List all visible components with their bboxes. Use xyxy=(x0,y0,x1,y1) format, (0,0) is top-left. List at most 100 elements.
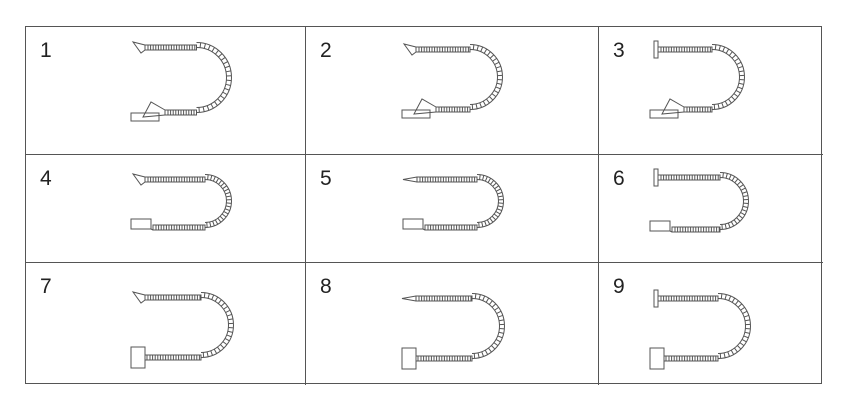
chain-link xyxy=(212,47,215,51)
chain-link xyxy=(485,221,487,226)
variant-cell-2: 2 xyxy=(306,27,599,155)
chain-bend-inner xyxy=(712,50,740,105)
chain-link xyxy=(207,106,209,111)
chain-link xyxy=(737,346,741,350)
chain-bend-outer xyxy=(205,175,232,228)
chain-bend-inner xyxy=(472,299,500,354)
chain-link xyxy=(487,220,489,224)
end-angled-bracket xyxy=(404,44,416,55)
chain-link xyxy=(200,43,201,48)
chain-link xyxy=(226,206,231,207)
chain-link xyxy=(215,220,217,224)
chain-link xyxy=(498,206,503,207)
chain-link xyxy=(223,92,227,94)
chain-link xyxy=(742,209,747,211)
chain-link xyxy=(496,87,501,89)
variant-cell-6: 6 xyxy=(599,155,823,263)
chain-link xyxy=(737,182,741,185)
chain-bend-outer xyxy=(718,294,750,359)
chain-link xyxy=(220,216,224,220)
end-flange xyxy=(654,290,658,307)
chain-link xyxy=(736,90,740,92)
chain-link xyxy=(734,94,738,97)
chain-link xyxy=(492,216,496,220)
chain-link xyxy=(485,350,487,354)
chain-link xyxy=(207,352,208,357)
chain-link xyxy=(479,295,480,300)
chain-link xyxy=(227,335,232,337)
chain-link xyxy=(723,47,725,52)
end-angled-bracket xyxy=(143,102,165,117)
chain-link xyxy=(497,209,502,211)
chain-link xyxy=(221,303,225,306)
chain-link xyxy=(728,223,730,228)
chain-link xyxy=(480,175,481,180)
end-angled-bracket xyxy=(133,174,145,185)
chain-link xyxy=(722,103,724,108)
chain-link xyxy=(723,173,724,178)
chain-link xyxy=(741,212,745,214)
end-angled-bracket xyxy=(414,99,436,114)
chain-link xyxy=(214,349,216,353)
chain-link xyxy=(728,99,731,103)
chain-link xyxy=(739,71,744,72)
cable-chain-figure xyxy=(401,171,511,239)
chain-link xyxy=(215,50,218,54)
end-plate xyxy=(402,110,430,118)
variant-number: 6 xyxy=(613,167,625,190)
chain-bend-outer xyxy=(720,173,749,230)
chain-bend-inner xyxy=(720,178,743,225)
chain-link xyxy=(486,298,489,302)
chain-link xyxy=(204,293,205,298)
chain-link xyxy=(728,352,730,357)
chain-link xyxy=(483,296,485,301)
chain-link xyxy=(725,295,726,300)
variant-number: 1 xyxy=(40,39,52,62)
end-plate xyxy=(131,113,159,121)
chain-link xyxy=(732,55,736,58)
chain-bend-outer xyxy=(201,293,233,358)
chain-link xyxy=(208,294,209,299)
end-plate xyxy=(131,219,151,229)
chain-link xyxy=(210,222,211,227)
end-flange xyxy=(654,41,658,58)
cable-chain-figure xyxy=(400,41,510,121)
chain-link xyxy=(744,336,749,338)
chain-bend-outer xyxy=(712,45,744,110)
chain-bend-outer xyxy=(477,175,504,228)
end-block xyxy=(131,347,145,368)
chain-link xyxy=(739,185,743,188)
chain-link xyxy=(741,307,745,310)
chain-link xyxy=(211,175,212,180)
chain-link xyxy=(483,175,484,180)
cable-chain-figure xyxy=(400,290,512,370)
chain-link xyxy=(496,339,500,341)
chain-link xyxy=(742,192,747,194)
end-block xyxy=(402,348,416,369)
chain-link xyxy=(735,179,738,183)
chain-link xyxy=(223,62,227,64)
chain-link xyxy=(739,83,744,84)
chain-link xyxy=(224,211,228,213)
chain-link xyxy=(731,97,735,101)
chain-link xyxy=(482,222,483,227)
chain-link xyxy=(743,311,747,313)
chain-link xyxy=(217,347,220,351)
variant-number: 8 xyxy=(320,275,332,298)
chain-link xyxy=(732,298,735,302)
chain-link xyxy=(715,45,716,50)
chain-link xyxy=(719,46,720,51)
chain-link xyxy=(495,186,499,189)
chain-bend-outer xyxy=(197,43,232,113)
chain-link xyxy=(742,339,746,341)
chain-link xyxy=(729,296,731,301)
chain-link xyxy=(223,342,227,345)
chain-link xyxy=(735,301,738,305)
chain-link xyxy=(485,177,487,182)
chain-link xyxy=(735,58,739,61)
chain-link xyxy=(493,183,497,186)
chain-link xyxy=(732,177,735,181)
chain-link xyxy=(498,196,503,197)
chain-link xyxy=(475,294,476,299)
chain-link xyxy=(221,183,225,186)
